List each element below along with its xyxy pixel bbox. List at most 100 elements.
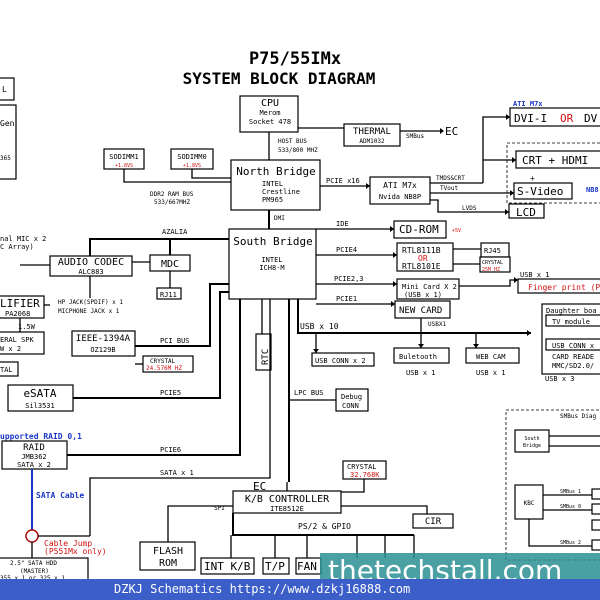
ide-label: IDE (336, 220, 349, 228)
smbus-south: South (524, 436, 539, 442)
daughter-reader: CARD READE (552, 353, 594, 361)
cdrom-name: CD-ROM (399, 223, 439, 236)
left-edge-l1: L (2, 85, 7, 94)
daughter-tv: TV module (552, 318, 590, 326)
diagram-title: P75/55IMx (249, 49, 341, 69)
amplifier-watt: 1.5W (18, 323, 36, 331)
smbus-0: SMBus 0 (560, 504, 581, 510)
esata-part: Sil3531 (25, 402, 55, 410)
fingerprint: Finger print (P (528, 283, 600, 292)
smbus-1: SMBus 1 (560, 489, 581, 495)
lan-b: RTL8101E (402, 262, 441, 271)
dvi-or: OR (560, 112, 574, 125)
flash-2: ROM (159, 558, 177, 569)
south-bridge-vendor: INTEL (261, 256, 282, 264)
amplifier-name: LIFIER (0, 297, 40, 310)
sodimm1-block: SODIMM1 +1.8VS (103, 148, 145, 170)
cable-jump-1: Cable Jump (44, 539, 92, 548)
north-bridge-series: Crestline (262, 188, 300, 196)
int-kb: INT K/B (204, 560, 251, 573)
hdd-2: (MASTER) (20, 568, 49, 575)
thermal-block: THERMAL ADM1032 (343, 123, 401, 147)
usb-conn-x2: USB CONN x 2 (315, 357, 366, 365)
south-bridge-block: South Bridge INTEL ICH8-M (228, 228, 317, 300)
crystal-25m-name: CRYSTAL (482, 260, 503, 266)
mic-array-1: nal MIC x 2 (0, 235, 46, 243)
ati-m7x-label: ATI M7x (513, 100, 543, 108)
north-bridge-part: PM965 (262, 196, 283, 204)
rj45: RJ45 (484, 247, 501, 255)
fan: FAN (297, 560, 317, 573)
rj11: RJ11 (160, 291, 177, 299)
usb-x10-label: USB x 10 (300, 322, 339, 331)
debug-2: CONN (342, 402, 359, 410)
crystal-32-name: CRYSTAL (347, 463, 377, 471)
sodimm0-name: SODIMM0 (177, 153, 207, 161)
cable-jump-2: (P551Mx only) (44, 547, 107, 556)
mdc: MDC (161, 259, 179, 270)
sodimm1-voltage: +1.8VS (115, 163, 133, 169)
webcam-usb: USB x 1 (476, 369, 506, 377)
pci-bus-label: PCI BUS (160, 337, 190, 345)
amplifier-spk: ERAL SPK (0, 336, 35, 344)
tal-label: TAL (0, 366, 13, 374)
minicard-sub: (USB x 1) (404, 291, 442, 299)
flash-1: FLASH (153, 546, 183, 557)
svideo-plus: + (530, 174, 535, 183)
ieee-name: IEEE-1394A (76, 334, 131, 344)
minicard-name: Mini Card X 2 (402, 283, 457, 291)
ps2-label: PS/2 & GPIO (298, 522, 351, 531)
north-bridge-name: North Bridge (236, 165, 315, 178)
mic-array-2: C Array) (0, 243, 34, 251)
tp: T/P (265, 560, 285, 573)
lan-a: RTL8111B (402, 246, 441, 255)
ec-name: EC (253, 480, 266, 493)
debug-1: Debug (341, 393, 362, 401)
ieee-part: OZ129B (90, 346, 115, 354)
cir: CIR (425, 517, 442, 527)
hdd-1: 2.5" SATA HDD (10, 560, 57, 567)
dmi-label: DMI (274, 215, 285, 222)
south-bridge-part: ICH8-M (259, 264, 284, 272)
raid-name: RAID (23, 443, 45, 453)
sodimm0-block: SODIMM0 +1.8VS (170, 148, 214, 170)
webcam-name: WEB CAM (476, 353, 506, 361)
daughter-mmc: MMC/SD2.0/ (552, 362, 594, 370)
usbx1-a: USBX1 (428, 321, 446, 328)
pcie1-label: PCIE1 (336, 295, 357, 303)
lan-block: RTL8111B OR RTL8101E (396, 242, 454, 272)
raid-supported: upported RAID 0,1 (0, 432, 82, 441)
dvi-b: DV (584, 112, 598, 125)
crystal-25m-freq: 25M HZ (482, 267, 500, 273)
ec-title: K/B CONTROLLER (245, 494, 330, 505)
lpc-bus-label: LPC BUS (294, 389, 324, 397)
thermal-target: EC (445, 125, 458, 138)
gpu-block: ATI M7x Nvida NB8P (369, 176, 431, 205)
ec-part: ITE8512E (270, 505, 304, 513)
gpu-name: ATI M7x (383, 181, 417, 190)
cpu-socket: Socket 478 (249, 118, 291, 126)
footer-text: DZKJ Schematics https://www.dzkj16888.co… (114, 582, 411, 596)
daughter-usb-conn: USB CONN x (552, 342, 594, 350)
lan-or: OR (418, 254, 428, 263)
lcd: LCD (516, 206, 536, 219)
diagram-subtitle: SYSTEM BLOCK DIAGRAM (183, 69, 376, 88)
raid-sata: SATA x 2 (17, 461, 51, 469)
south-bridge-name: South Bridge (233, 235, 312, 248)
tmds-label-2: TVout (440, 185, 458, 192)
audio-name: AUDIO CODEC (58, 257, 124, 268)
footer-bar (0, 579, 600, 600)
dvi-a: DVI-I (514, 112, 547, 125)
ec-spi: SPI (214, 505, 225, 512)
audio-part: ALC883 (78, 268, 103, 276)
crt-hdmi: CRT + HDMI (522, 154, 588, 167)
pcie-x16-label: PCIE x16 (326, 177, 360, 185)
crystal-24-freq: 24.576M HZ (146, 365, 183, 372)
ddr-bus-speed: 533/667MHZ (154, 199, 191, 206)
usb-x1-top: USB x 1 (520, 271, 550, 279)
pcie23-label: PCIE2,3 (334, 275, 364, 283)
cpu-name: CPU (261, 98, 279, 109)
bluetooth-usb: USB x 1 (406, 369, 436, 377)
ddr-bus-label: DDR2 RAM BUS (150, 191, 194, 198)
left-edge-block: L Gen 365 (0, 77, 17, 180)
